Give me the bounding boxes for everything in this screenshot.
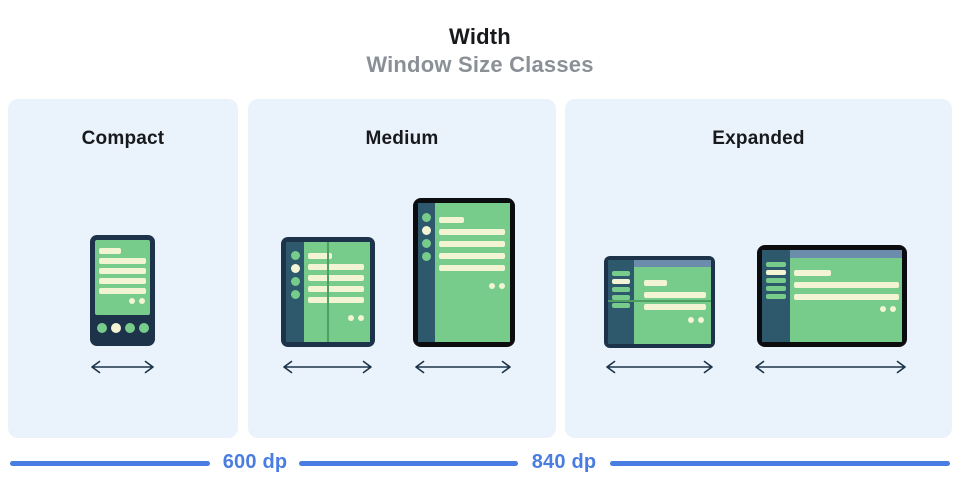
desktop-display-illustration — [757, 245, 907, 347]
skeleton-line — [439, 229, 505, 235]
skeleton-line — [439, 217, 464, 223]
panel-expanded-title: Expanded — [712, 128, 805, 149]
foldable-landscape-illustration — [604, 256, 715, 348]
skeleton-line — [308, 253, 332, 259]
skeleton-dot — [698, 317, 704, 323]
phone-nav-bar — [95, 323, 150, 333]
skeleton-line — [99, 268, 146, 274]
rail-dot — [422, 226, 431, 235]
skeleton-line — [794, 294, 899, 300]
breakpoint-axis-line — [299, 461, 518, 466]
skeleton-dot — [499, 283, 505, 289]
rail-bar — [766, 262, 786, 267]
width-arrow-icon — [755, 360, 906, 374]
rail-bar — [766, 294, 786, 299]
skeleton-line — [308, 275, 364, 281]
nav-rail — [418, 203, 435, 342]
rail-bar — [612, 287, 630, 292]
skeleton-line — [99, 278, 146, 284]
nav-rail — [762, 250, 790, 342]
skeleton-dot — [489, 283, 495, 289]
page-title: Width — [449, 24, 511, 49]
skeleton-line — [439, 241, 505, 247]
panel-expanded: Expanded — [565, 99, 952, 438]
rail-bar — [612, 295, 630, 300]
tablet-portrait-illustration — [413, 198, 515, 347]
breakpoint-label-840dp: 840 dp — [531, 451, 597, 473]
width-arrow-icon — [606, 360, 713, 374]
skeleton-line — [644, 292, 706, 298]
skeleton-dot-pair — [794, 306, 902, 312]
skeleton-dot-pair — [99, 298, 150, 304]
phone-screen — [95, 240, 150, 315]
width-arrow-icon — [91, 360, 154, 374]
screen-content — [634, 267, 711, 344]
page-subtitle: Window Size Classes — [366, 52, 594, 77]
skeleton-dot-pair — [439, 283, 510, 289]
skeleton-dot — [139, 298, 145, 304]
skeleton-line — [439, 253, 505, 259]
skeleton-dot — [358, 315, 364, 321]
skeleton-dot — [129, 298, 135, 304]
skeleton-line — [794, 282, 899, 288]
panel-compact-title: Compact — [81, 128, 165, 149]
skeleton-line — [308, 264, 364, 270]
skeleton-line — [644, 304, 706, 310]
width-arrow-icon — [283, 360, 372, 374]
screen-main — [790, 250, 902, 342]
fold-crease — [608, 300, 711, 302]
skeleton-line — [308, 286, 364, 292]
rail-bar — [766, 270, 786, 275]
screen-content — [304, 242, 370, 342]
breakpoint-axis-line — [610, 461, 950, 466]
panel-medium: Medium — [248, 99, 556, 438]
rail-dot — [290, 251, 300, 260]
skeleton-line — [99, 248, 121, 254]
rail-dot — [290, 264, 300, 273]
skeleton-dot — [688, 317, 694, 323]
panel-medium-title: Medium — [365, 128, 439, 149]
nav-dot — [138, 323, 149, 333]
nav-dot — [110, 323, 121, 333]
screen-main — [634, 260, 711, 344]
app-top-bar — [790, 250, 902, 258]
phone-illustration — [90, 235, 155, 346]
panel-compact: Compact — [8, 99, 238, 438]
breakpoint-axis-line — [10, 461, 210, 466]
nav-rail — [608, 260, 634, 344]
skeleton-dot — [348, 315, 354, 321]
app-top-bar — [634, 260, 711, 267]
rail-dot — [422, 239, 431, 248]
rail-bar — [612, 303, 630, 308]
nav-dot — [96, 323, 107, 333]
rail-dot — [290, 277, 300, 286]
nav-rail — [286, 242, 304, 342]
skeleton-line — [794, 270, 831, 276]
foldable-portrait-illustration — [281, 237, 375, 347]
rail-dot — [422, 213, 431, 222]
skeleton-dot — [890, 306, 896, 312]
rail-dot — [290, 290, 300, 299]
skeleton-line — [308, 297, 364, 303]
skeleton-line — [644, 280, 667, 286]
rail-dot — [422, 252, 431, 261]
screen-content — [790, 258, 902, 342]
skeleton-dot — [880, 306, 886, 312]
screen-content — [435, 203, 510, 342]
skeleton-dot-pair — [308, 315, 370, 321]
breakpoint-label-600dp: 600 dp — [222, 451, 288, 473]
skeleton-line — [99, 258, 146, 264]
rail-bar — [612, 271, 630, 276]
skeleton-line — [99, 288, 146, 294]
rail-bar — [766, 286, 786, 291]
nav-dot — [124, 323, 135, 333]
fold-crease — [327, 242, 329, 342]
rail-bar — [612, 279, 630, 284]
skeleton-dot-pair — [644, 317, 711, 323]
skeleton-line — [439, 265, 505, 271]
width-arrow-icon — [415, 360, 511, 374]
rail-bar — [766, 278, 786, 283]
